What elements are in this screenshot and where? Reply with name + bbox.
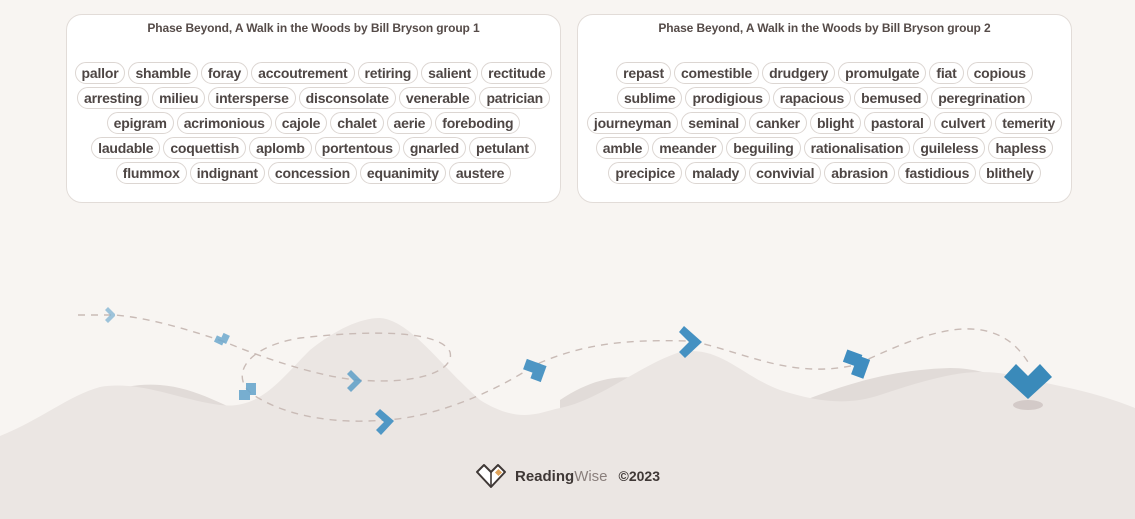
word-chip[interactable]: promulgate bbox=[838, 62, 927, 84]
word-chip[interactable]: drudgery bbox=[762, 62, 836, 84]
word-chip[interactable]: laudable bbox=[91, 137, 161, 159]
word-chip[interactable]: fiat bbox=[929, 62, 964, 84]
word-chip[interactable]: sublime bbox=[616, 87, 683, 109]
word-chip[interactable]: chalet bbox=[330, 112, 384, 134]
word-groups: Phase Beyond, A Walk in the Woods by Bil… bbox=[66, 14, 1076, 203]
word-chip[interactable]: convivial bbox=[749, 162, 822, 184]
arrow-marker-icon bbox=[523, 358, 547, 383]
word-chip[interactable]: venerable bbox=[398, 87, 477, 109]
arrow-marker-icon bbox=[239, 383, 256, 400]
word-chip[interactable]: arresting bbox=[76, 87, 150, 109]
word-chip[interactable]: fastidious bbox=[898, 162, 977, 184]
word-chip[interactable]: amble bbox=[595, 137, 650, 159]
group-title: Phase Beyond, A Walk in the Woods by Bil… bbox=[658, 21, 991, 35]
word-chip[interactable]: precipice bbox=[608, 162, 683, 184]
word-chip[interactable]: rapacious bbox=[772, 87, 852, 109]
word-chip[interactable]: disconsolate bbox=[298, 87, 396, 109]
word-chip[interactable]: journeyman bbox=[586, 112, 679, 134]
word-group-card-2: Phase Beyond, A Walk in the Woods by Bil… bbox=[577, 14, 1072, 203]
word-chip[interactable]: blithely bbox=[979, 162, 1041, 184]
word-chip[interactable]: copious bbox=[966, 62, 1033, 84]
word-chip[interactable]: guileless bbox=[913, 137, 986, 159]
word-chip[interactable]: culvert bbox=[933, 112, 993, 134]
heart-shadow bbox=[1013, 400, 1043, 410]
word-chip[interactable]: acrimonious bbox=[176, 112, 272, 134]
heart-book-icon bbox=[476, 464, 506, 488]
landscape-illustration bbox=[0, 307, 1135, 519]
word-chip[interactable]: prodigious bbox=[685, 87, 770, 109]
word-chip[interactable]: pastoral bbox=[863, 112, 931, 134]
word-chip[interactable]: repast bbox=[616, 62, 671, 84]
word-chip[interactable]: rationalisation bbox=[803, 137, 911, 159]
brand-name[interactable]: ReadingWise bbox=[515, 467, 608, 485]
hill-front bbox=[0, 318, 1135, 519]
word-group-card-1: Phase Beyond, A Walk in the Woods by Bil… bbox=[66, 14, 561, 203]
word-chip[interactable]: meander bbox=[652, 137, 724, 159]
destination-heart-icon bbox=[1004, 364, 1052, 399]
arrow-marker-icon bbox=[213, 332, 230, 346]
word-chip[interactable]: petulant bbox=[469, 137, 536, 159]
word-chip[interactable]: cajole bbox=[274, 112, 328, 134]
word-chip[interactable]: accoutrement bbox=[251, 62, 355, 84]
word-chip[interactable]: equanimity bbox=[359, 162, 446, 184]
word-chip[interactable]: abrasion bbox=[824, 162, 896, 184]
word-chip[interactable]: concession bbox=[267, 162, 357, 184]
word-chip[interactable]: shamble bbox=[128, 62, 198, 84]
arrow-marker-icon bbox=[679, 326, 702, 358]
word-chip[interactable]: intersperse bbox=[208, 87, 296, 109]
word-chip[interactable]: rectitude bbox=[481, 62, 553, 84]
word-chip[interactable]: foreboding bbox=[435, 112, 521, 134]
word-chip[interactable]: indignant bbox=[189, 162, 265, 184]
word-chip[interactable]: salient bbox=[421, 62, 479, 84]
word-chip[interactable]: blight bbox=[809, 112, 861, 134]
word-chip[interactable]: milieu bbox=[152, 87, 206, 109]
word-chip[interactable]: beguiling bbox=[726, 137, 801, 159]
word-chip[interactable]: temerity bbox=[995, 112, 1063, 134]
word-chip[interactable]: bemused bbox=[854, 87, 929, 109]
arrow-marker-icon bbox=[375, 409, 394, 435]
arrow-marker-icon bbox=[842, 349, 871, 379]
word-chip[interactable]: foray bbox=[200, 62, 249, 84]
word-chip[interactable]: seminal bbox=[681, 112, 746, 134]
word-chip[interactable]: retiring bbox=[357, 62, 419, 84]
word-chip[interactable]: malady bbox=[685, 162, 747, 184]
word-chip[interactable]: portentous bbox=[314, 137, 400, 159]
arrow-marker-icon bbox=[347, 370, 362, 392]
word-chip[interactable]: aplomb bbox=[249, 137, 312, 159]
word-chip[interactable]: austere bbox=[448, 162, 512, 184]
word-chip[interactable]: flummox bbox=[115, 162, 187, 184]
word-chip[interactable]: comestible bbox=[673, 62, 760, 84]
word-chip[interactable]: epigram bbox=[106, 112, 174, 134]
word-chip[interactable]: peregrination bbox=[931, 87, 1033, 109]
word-chip[interactable]: canker bbox=[748, 112, 807, 134]
word-chip[interactable]: coquettish bbox=[163, 137, 247, 159]
footer: ReadingWise ©2023 bbox=[0, 463, 1135, 489]
journey-path bbox=[78, 314, 1029, 422]
word-chip[interactable]: patrician bbox=[479, 87, 550, 109]
word-chip[interactable]: gnarled bbox=[402, 137, 466, 159]
copyright: ©2023 bbox=[618, 468, 660, 484]
group-title: Phase Beyond, A Walk in the Woods by Bil… bbox=[147, 21, 480, 35]
arrow-marker-icon bbox=[105, 307, 115, 323]
word-chip[interactable]: hapless bbox=[988, 137, 1054, 159]
word-chip[interactable]: aerie bbox=[386, 112, 433, 134]
word-chip[interactable]: pallor bbox=[74, 62, 126, 84]
